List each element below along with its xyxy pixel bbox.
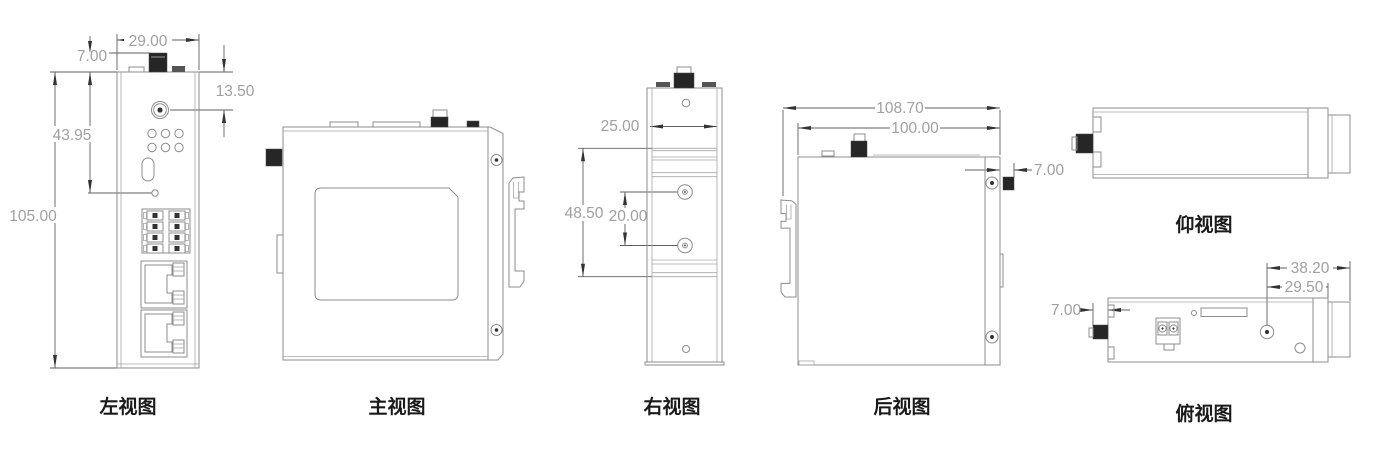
edge-slot <box>1092 116 1102 133</box>
rear-view: 108.70 100.00 7.00 后视图 <box>780 100 1065 418</box>
dim-left-antenna-center: 13.50 <box>216 83 255 100</box>
antenna-connector <box>148 52 168 73</box>
side-connector <box>1002 176 1015 191</box>
dim-left-io-span: 43.95 <box>53 127 92 144</box>
din-rail-clip <box>780 199 797 298</box>
dim-top-antenna-to-body: 29.50 <box>1285 279 1324 296</box>
antenna-connector <box>673 72 695 89</box>
side-slot <box>999 253 1004 288</box>
bracket-edge <box>1327 301 1351 358</box>
right-body <box>646 87 723 363</box>
bottom-hole <box>682 345 690 353</box>
bottom-view: 仰视图 <box>1071 107 1351 236</box>
dim-left-height: 105.00 <box>9 208 57 225</box>
panel-lines <box>652 147 717 278</box>
antenna-mount <box>1259 324 1275 340</box>
top-hole <box>681 98 691 108</box>
antenna-connector <box>430 116 449 128</box>
dim-top-connector: 7.00 <box>1051 302 1082 319</box>
edge-slot <box>1107 304 1115 318</box>
dim-left-width: 29.00 <box>129 33 168 50</box>
top-tab <box>702 82 716 87</box>
top-tab <box>128 66 145 73</box>
screw <box>490 154 503 336</box>
dim-left-antenna-height: 7.00 <box>77 48 108 65</box>
bracket-edge <box>1327 114 1351 174</box>
top-tab <box>329 121 359 128</box>
base-plate <box>644 361 725 366</box>
terminal-block <box>141 208 191 254</box>
dim-rear-overall-width: 108.70 <box>876 100 924 117</box>
antenna-cap <box>1088 327 1094 338</box>
ethernet-port-2 <box>140 309 188 358</box>
ethernet-port-1 <box>140 260 188 309</box>
reset-hole <box>151 189 159 197</box>
front-view: 主视图 <box>265 109 525 418</box>
edge-slot <box>1107 346 1115 360</box>
rear-view-label: 后视图 <box>873 395 930 418</box>
dim-rear-body-width: 100.00 <box>891 120 939 137</box>
front-body <box>282 126 504 361</box>
left-view-dimensions: 29.00 7.00 13.50 43.95 105.00 <box>5 32 255 369</box>
screw <box>985 176 999 344</box>
rear-body <box>797 156 1001 366</box>
bottom-body <box>1092 107 1329 179</box>
top-view-dimensions: 38.20 29.50 7.00 <box>1051 260 1351 326</box>
dim-right-plate-height: 48.50 <box>565 205 604 222</box>
antenna-mount <box>151 101 169 119</box>
led-indicators <box>147 128 184 153</box>
sim-slot <box>1200 307 1248 317</box>
top-tab <box>656 82 670 87</box>
antenna-connector <box>850 140 868 158</box>
antenna-connector <box>1092 324 1109 340</box>
right-view: 25.00 48.50 20.00 右视图 <box>560 66 725 418</box>
top-view: 38.20 29.50 7.00 俯视图 <box>1051 260 1351 425</box>
left-view-label: 左视图 <box>99 395 156 418</box>
antenna-connector <box>1075 133 1094 154</box>
right-view-label: 右视图 <box>642 395 700 418</box>
dim-right-depth: 25.00 <box>601 118 640 135</box>
side-slot <box>276 234 284 274</box>
dim-right-screw-spacing: 20.00 <box>609 208 648 225</box>
rear-view-dimensions: 108.70 100.00 7.00 <box>782 100 1065 196</box>
top-tab <box>821 150 835 157</box>
front-view-label: 主视图 <box>368 395 425 418</box>
power-terminal <box>1155 317 1181 351</box>
left-view: 29.00 7.00 13.50 43.95 105.00 <box>5 32 255 418</box>
round-hole <box>1294 342 1306 354</box>
dim-top-antenna-to-bracket: 38.20 <box>1291 260 1330 277</box>
dim-rear-connector: 7.00 <box>1034 162 1065 179</box>
din-screws <box>677 184 693 254</box>
din-rail-clip <box>508 176 525 288</box>
right-view-dimensions: 25.00 48.50 20.00 <box>560 118 717 278</box>
edge-slot <box>1092 151 1102 168</box>
top-connector <box>466 120 480 128</box>
bottom-view-label: 仰视图 <box>1175 213 1232 236</box>
bottom-mark <box>798 360 815 366</box>
top-tab <box>172 66 185 72</box>
side-connector <box>265 148 283 167</box>
label-area <box>314 187 459 301</box>
top-view-label: 俯视图 <box>1175 402 1232 425</box>
small-hole <box>1191 310 1197 316</box>
top-tab <box>372 121 421 128</box>
antenna-cap <box>1071 136 1078 151</box>
usb-port <box>141 157 155 182</box>
